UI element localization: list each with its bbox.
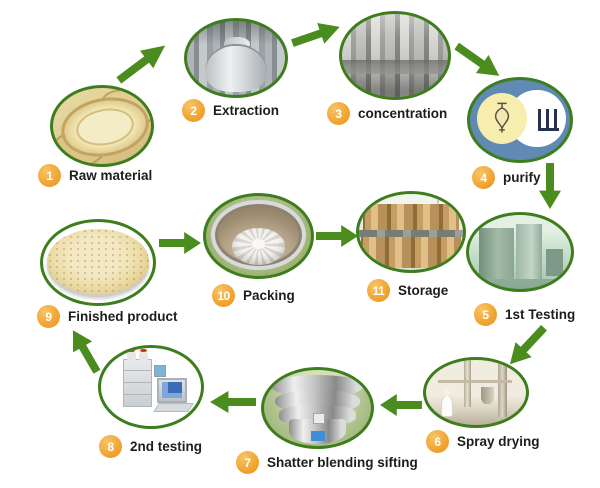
step-photo-2nd-testing xyxy=(98,345,204,429)
worker-figure-graphic xyxy=(441,390,453,418)
arrow-9-to-10 xyxy=(159,232,201,254)
lab-cabinet-graphic xyxy=(515,223,543,279)
step-number-badge: 7 xyxy=(236,451,259,474)
extraction-tank-graphic xyxy=(204,46,268,93)
arrow-10-to-11 xyxy=(316,225,358,247)
lab-cabinet-graphic xyxy=(479,228,514,279)
step-number-badge: 6 xyxy=(426,430,449,453)
sifter-label-graphic xyxy=(311,430,325,441)
step-photo-purify xyxy=(467,77,573,163)
dryer-tank-graphic xyxy=(481,387,494,405)
lab-cabinet-graphic xyxy=(545,249,563,276)
step-tag-concentration: 3 concentration xyxy=(327,102,447,125)
arrow-2-to-3 xyxy=(291,22,340,47)
step-photo-spray-drying xyxy=(423,357,529,428)
step-tag-sifting: 7 Shatter blending sifting xyxy=(236,451,418,474)
step-label: Extraction xyxy=(213,103,280,118)
plastic-bag-graphic xyxy=(232,228,285,265)
purify-columns-graphic xyxy=(538,109,560,131)
drum-strap-graphic xyxy=(359,229,463,238)
arrow-7-to-8 xyxy=(210,391,256,413)
dryer-pipe-graphic xyxy=(464,360,471,407)
step-photo-storage xyxy=(356,191,466,273)
step-tag-finished-product: 9 Finished product xyxy=(37,305,178,328)
step-number-badge: 1 xyxy=(38,164,61,187)
arrow-8-to-9 xyxy=(73,330,101,374)
step-number-badge: 3 xyxy=(327,102,350,125)
step-label: 1st Testing xyxy=(505,307,576,322)
keyboard-graphic xyxy=(153,402,194,412)
concentration-tanks-graphic xyxy=(342,60,448,74)
sifter-sticker-graphic xyxy=(313,412,325,425)
step-photo-extraction xyxy=(184,18,288,98)
dryer-pipe-graphic xyxy=(498,360,507,418)
step-label: Packing xyxy=(243,288,295,303)
step-number-badge: 4 xyxy=(472,166,495,189)
step-label: concentration xyxy=(358,106,448,121)
step-label: Raw material xyxy=(69,168,153,183)
step-tag-2nd-testing: 8 2nd testing xyxy=(99,435,202,458)
step-label: Storage xyxy=(398,283,449,298)
solvent-bottle-graphic xyxy=(127,349,136,360)
step-number-badge: 8 xyxy=(99,435,122,458)
drum-row-graphic xyxy=(363,203,459,233)
step-number-badge: 10 xyxy=(212,284,235,307)
powder-dish-graphic xyxy=(47,229,149,295)
computer-monitor-graphic xyxy=(157,377,187,403)
step-label: Shatter blending sifting xyxy=(267,455,418,470)
dryer-beam-graphic xyxy=(438,379,512,384)
step-label: 2nd testing xyxy=(130,439,203,454)
step-label: Finished product xyxy=(68,309,178,324)
step-tag-raw-material: 1 Raw material xyxy=(38,164,152,187)
purify-funnel-circle xyxy=(477,92,527,144)
arrow-3-to-4 xyxy=(454,42,500,76)
step-tag-1st-testing: 5 1st Testing xyxy=(474,303,575,326)
step-photo-sifting xyxy=(261,367,374,449)
instrument-screen-graphic xyxy=(154,365,166,377)
step-photo-concentration xyxy=(339,11,451,100)
step-photo-1st-testing xyxy=(466,212,574,292)
solvent-bottle-graphic xyxy=(139,349,148,360)
step-tag-packing: 10 Packing xyxy=(212,284,295,307)
step-number-badge: 11 xyxy=(367,279,390,302)
step-number-badge: 5 xyxy=(474,303,497,326)
step-label: Spray drying xyxy=(457,434,540,449)
arrow-6-to-7 xyxy=(380,394,422,416)
drum-row-graphic xyxy=(361,237,461,268)
step-photo-packing xyxy=(203,193,314,279)
arrow-1-to-2 xyxy=(116,45,166,84)
arrow-5-to-6 xyxy=(509,324,547,365)
step-tag-purify: 4 purify xyxy=(472,166,541,189)
step-tag-extraction: 2 Extraction xyxy=(182,99,279,122)
separating-funnel-icon xyxy=(494,102,510,134)
step-number-badge: 9 xyxy=(37,305,60,328)
step-tag-spray-drying: 6 Spray drying xyxy=(426,430,540,453)
step-tag-storage: 11 Storage xyxy=(367,279,448,302)
step-photo-finished-product xyxy=(40,219,156,306)
step-number-badge: 2 xyxy=(182,99,205,122)
step-photo-raw-material xyxy=(50,85,154,167)
arrow-4-to-5 xyxy=(539,163,561,209)
hplc-stack-graphic xyxy=(123,358,152,408)
step-label: purify xyxy=(503,170,541,185)
